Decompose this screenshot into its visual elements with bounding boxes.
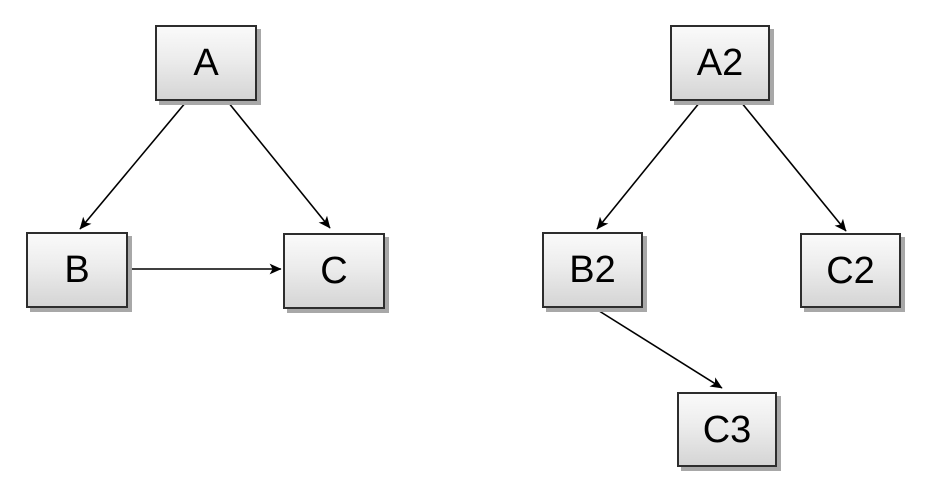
- node-C[interactable]: C: [283, 233, 385, 309]
- node-A2-label: A2: [696, 42, 744, 84]
- node-B[interactable]: B: [26, 232, 128, 308]
- node-A[interactable]: A: [155, 25, 257, 101]
- node-C-label: C: [320, 250, 348, 292]
- node-B-label: B: [64, 249, 90, 291]
- edge-A2-B2: [596, 101, 701, 230]
- node-A2[interactable]: A2: [670, 25, 770, 101]
- node-C2-label: C2: [826, 249, 875, 292]
- edge-A-B: [79, 101, 187, 230]
- node-B2[interactable]: B2: [542, 232, 643, 308]
- edge-A-C: [227, 101, 331, 229]
- edge-B2-C3: [595, 308, 723, 389]
- node-B2-label: B2: [569, 249, 616, 291]
- node-A-label: A: [193, 42, 219, 84]
- edge-A2-C2: [740, 101, 847, 232]
- node-C3-label: C3: [702, 408, 752, 451]
- node-C2[interactable]: C2: [800, 233, 901, 308]
- node-C3[interactable]: C3: [677, 392, 777, 467]
